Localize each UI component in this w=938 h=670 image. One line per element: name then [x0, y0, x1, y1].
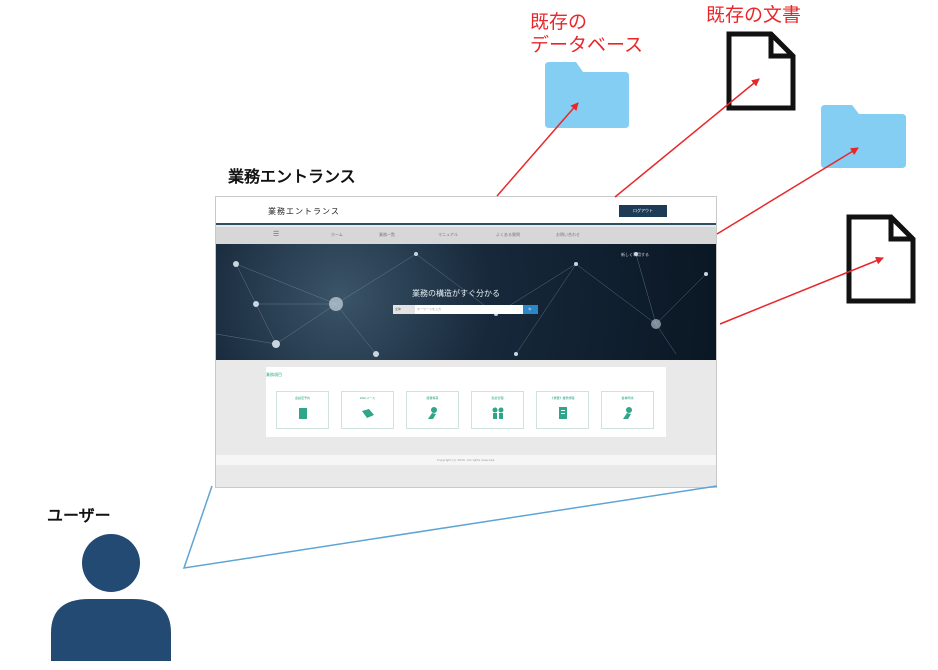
business-card[interactable]: 勤怠管理 — [471, 391, 524, 429]
network-background — [216, 252, 708, 357]
user-label: ユーザー — [47, 506, 111, 525]
existing-database-label-line2: データベース — [530, 34, 644, 56]
nav-item[interactable]: マニュアル — [438, 232, 458, 237]
hero-title: 業務の構造がすぐ分かる — [412, 289, 500, 298]
card-label: Webメール — [359, 396, 376, 400]
logout-button[interactable]: ログアウト — [619, 205, 667, 217]
nav-item[interactable]: よくある質問 — [496, 232, 520, 237]
menu-icon[interactable]: ☰ — [273, 230, 280, 238]
folder-icon — [545, 62, 629, 128]
people-icon — [492, 407, 504, 419]
hero-corner-link[interactable]: 新しく利用する — [621, 252, 649, 257]
portal-hero: 新しく利用する 業務の構造がすぐ分かる 全体 キーワードを入力 🔍 — [216, 244, 716, 360]
portal-footer: Copyright (c) 2020. All rights reserved. — [216, 455, 716, 465]
portal-nav: ☰ ホーム 業務一覧 マニュアル よくある質問 お問い合わせ — [216, 227, 716, 244]
clipboard-icon — [559, 407, 567, 419]
nav-item[interactable]: 業務一覧 — [379, 232, 395, 237]
folder-icon — [821, 105, 906, 168]
business-card[interactable]: Webメール — [341, 391, 394, 429]
card-label: 各種申請 — [621, 396, 634, 400]
nav-item[interactable]: ホーム — [331, 232, 343, 237]
business-items-panel: 業務項目 会議室予約 Webメール 経費精算 勤怠管理 【重要】業務規程 各種申… — [266, 367, 666, 437]
document-icon — [726, 31, 796, 111]
document-icon — [846, 214, 916, 304]
portal-screenshot: 業務エントランス ログアウト ☰ ホーム 業務一覧 マニュアル よくある質問 お… — [215, 196, 717, 488]
person-icon — [428, 407, 437, 419]
panel-heading: 業務項目 — [266, 372, 282, 377]
business-card[interactable]: 各種申請 — [601, 391, 654, 429]
portal-header: 業務エントランス ログアウト — [216, 197, 716, 225]
existing-database-label-line1: 既存の — [530, 11, 588, 33]
card-label: 【重要】業務規程 — [550, 396, 575, 400]
search-button[interactable]: 🔍 — [523, 305, 538, 314]
portal-header-title: 業務エントランス — [268, 207, 340, 216]
person-icon — [623, 407, 632, 419]
hero-search-bar: 全体 キーワードを入力 🔍 — [393, 305, 538, 314]
search-scope-select[interactable]: 全体 — [393, 305, 415, 314]
existing-documents-label: 既存の文書 — [706, 4, 802, 26]
card-label: 会議室予約 — [294, 396, 310, 400]
user-view-projection — [182, 485, 718, 569]
building-icon — [299, 408, 307, 419]
nav-item[interactable]: お問い合わせ — [556, 232, 580, 237]
search-input[interactable]: キーワードを入力 — [417, 307, 442, 311]
portal-caption: 業務エントランス — [228, 167, 356, 186]
card-label: 経費精算 — [426, 396, 439, 400]
user-icon — [51, 534, 171, 661]
card-label: 勤怠管理 — [491, 396, 504, 400]
business-card[interactable]: 【重要】業務規程 — [536, 391, 589, 429]
business-card[interactable]: 会議室予約 — [276, 391, 329, 429]
mail-icon — [362, 409, 374, 418]
business-card[interactable]: 経費精算 — [406, 391, 459, 429]
